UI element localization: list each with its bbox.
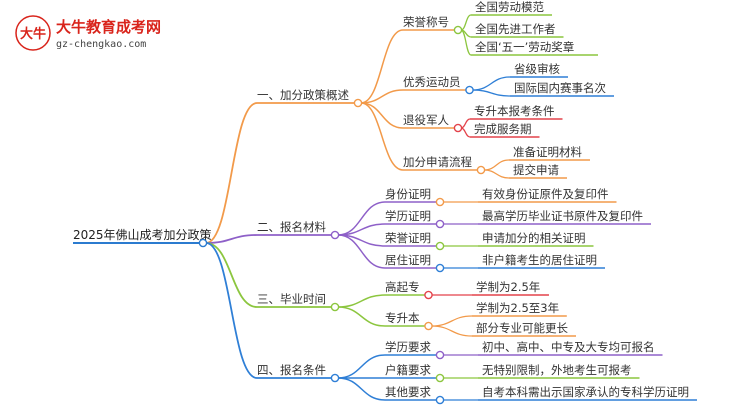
sub-node: 专升本 [385,311,420,325]
leaf-node: 专升本报考条件 [474,104,555,118]
leaf-node: 无特别限制，外地考生可报考 [482,363,632,377]
brand-url: gz-chengkao.com [56,39,146,50]
node-dot [435,350,445,360]
branch-3: 三、毕业时间 [257,292,326,306]
sub-node: 居住证明 [385,253,431,267]
leaf-node: 有效身份证原件及复印件 [482,187,609,201]
brand-title: 大牛教育成考网 [56,18,161,36]
node-dot [330,230,340,240]
node-dot [353,98,363,108]
leaf-node: 非户籍考生的居住证明 [482,253,597,267]
nodes-layer: 2025年佛山成考加分政策 一、加分政策概述 荣誉称号 全国劳动模范全国先进工作者全国… [73,0,689,405]
leaf-node: 学制为2.5至3年 [476,301,559,315]
sub-node: 身份证明 [385,187,431,201]
leaf-node: 全国‘五一’劳动奖章 [475,40,574,54]
node-dot [198,238,208,248]
node-dot [476,165,486,175]
leaf-node: 部分专业可能更长 [476,321,568,335]
node-dot [435,263,445,273]
leaf-node: 国际国内赛事名次 [514,81,606,95]
node-dot [435,197,445,207]
node-dot [424,321,433,331]
leaf-node: 省级审核 [514,62,560,76]
sub-node: 荣誉证明 [385,231,431,245]
leaf-node: 学制为2.5年 [476,280,540,294]
root-node: 2025年佛山成考加分政策 [73,228,212,242]
sub-node: 优秀运动员 [403,75,461,89]
node-dot [435,219,445,229]
node-dot [330,302,340,312]
sub-node: 荣誉称号 [403,15,449,29]
branch-1: 一、加分政策概述 [257,88,349,102]
leaf-node: 提交申请 [513,163,559,177]
sub-node: 其他要求 [385,385,431,399]
brand-logo: 大牛 [15,15,51,51]
sub-node: 加分申请流程 [403,155,472,169]
node-dot [453,25,463,35]
node-dot [424,290,433,300]
sub-node: 户籍要求 [385,363,431,377]
sub-node: 学历证明 [385,209,431,223]
node-dot [330,373,340,383]
branch-4: 四、报名条件 [257,363,326,377]
connector-lines [73,14,697,401]
leaf-node: 最高学历毕业证书原件及复印件 [482,209,643,223]
leaf-node: 自考本科需出示国家承认的专科学历证明 [482,385,689,399]
brand-logo-mark: 大牛 [20,26,46,42]
sub-node: 高起专 [385,280,420,294]
node-dot [435,395,445,405]
leaf-node: 完成服务期 [474,122,532,136]
branch-2: 二、报名材料 [257,220,326,234]
node-dot [435,241,445,251]
node-dot [453,123,463,133]
leaf-node: 申请加分的相关证明 [482,231,586,245]
leaf-node: 初中、高中、中专及大专均可报名 [482,340,655,354]
leaf-node: 全国先进工作者 [475,22,556,36]
leaf-node: 准备证明材料 [513,145,582,159]
leaf-node: 全国劳动模范 [475,0,544,14]
sub-node: 学历要求 [385,340,431,354]
sub-node: 退役军人 [403,113,449,127]
node-dot [435,373,445,383]
node-dot [465,85,474,95]
